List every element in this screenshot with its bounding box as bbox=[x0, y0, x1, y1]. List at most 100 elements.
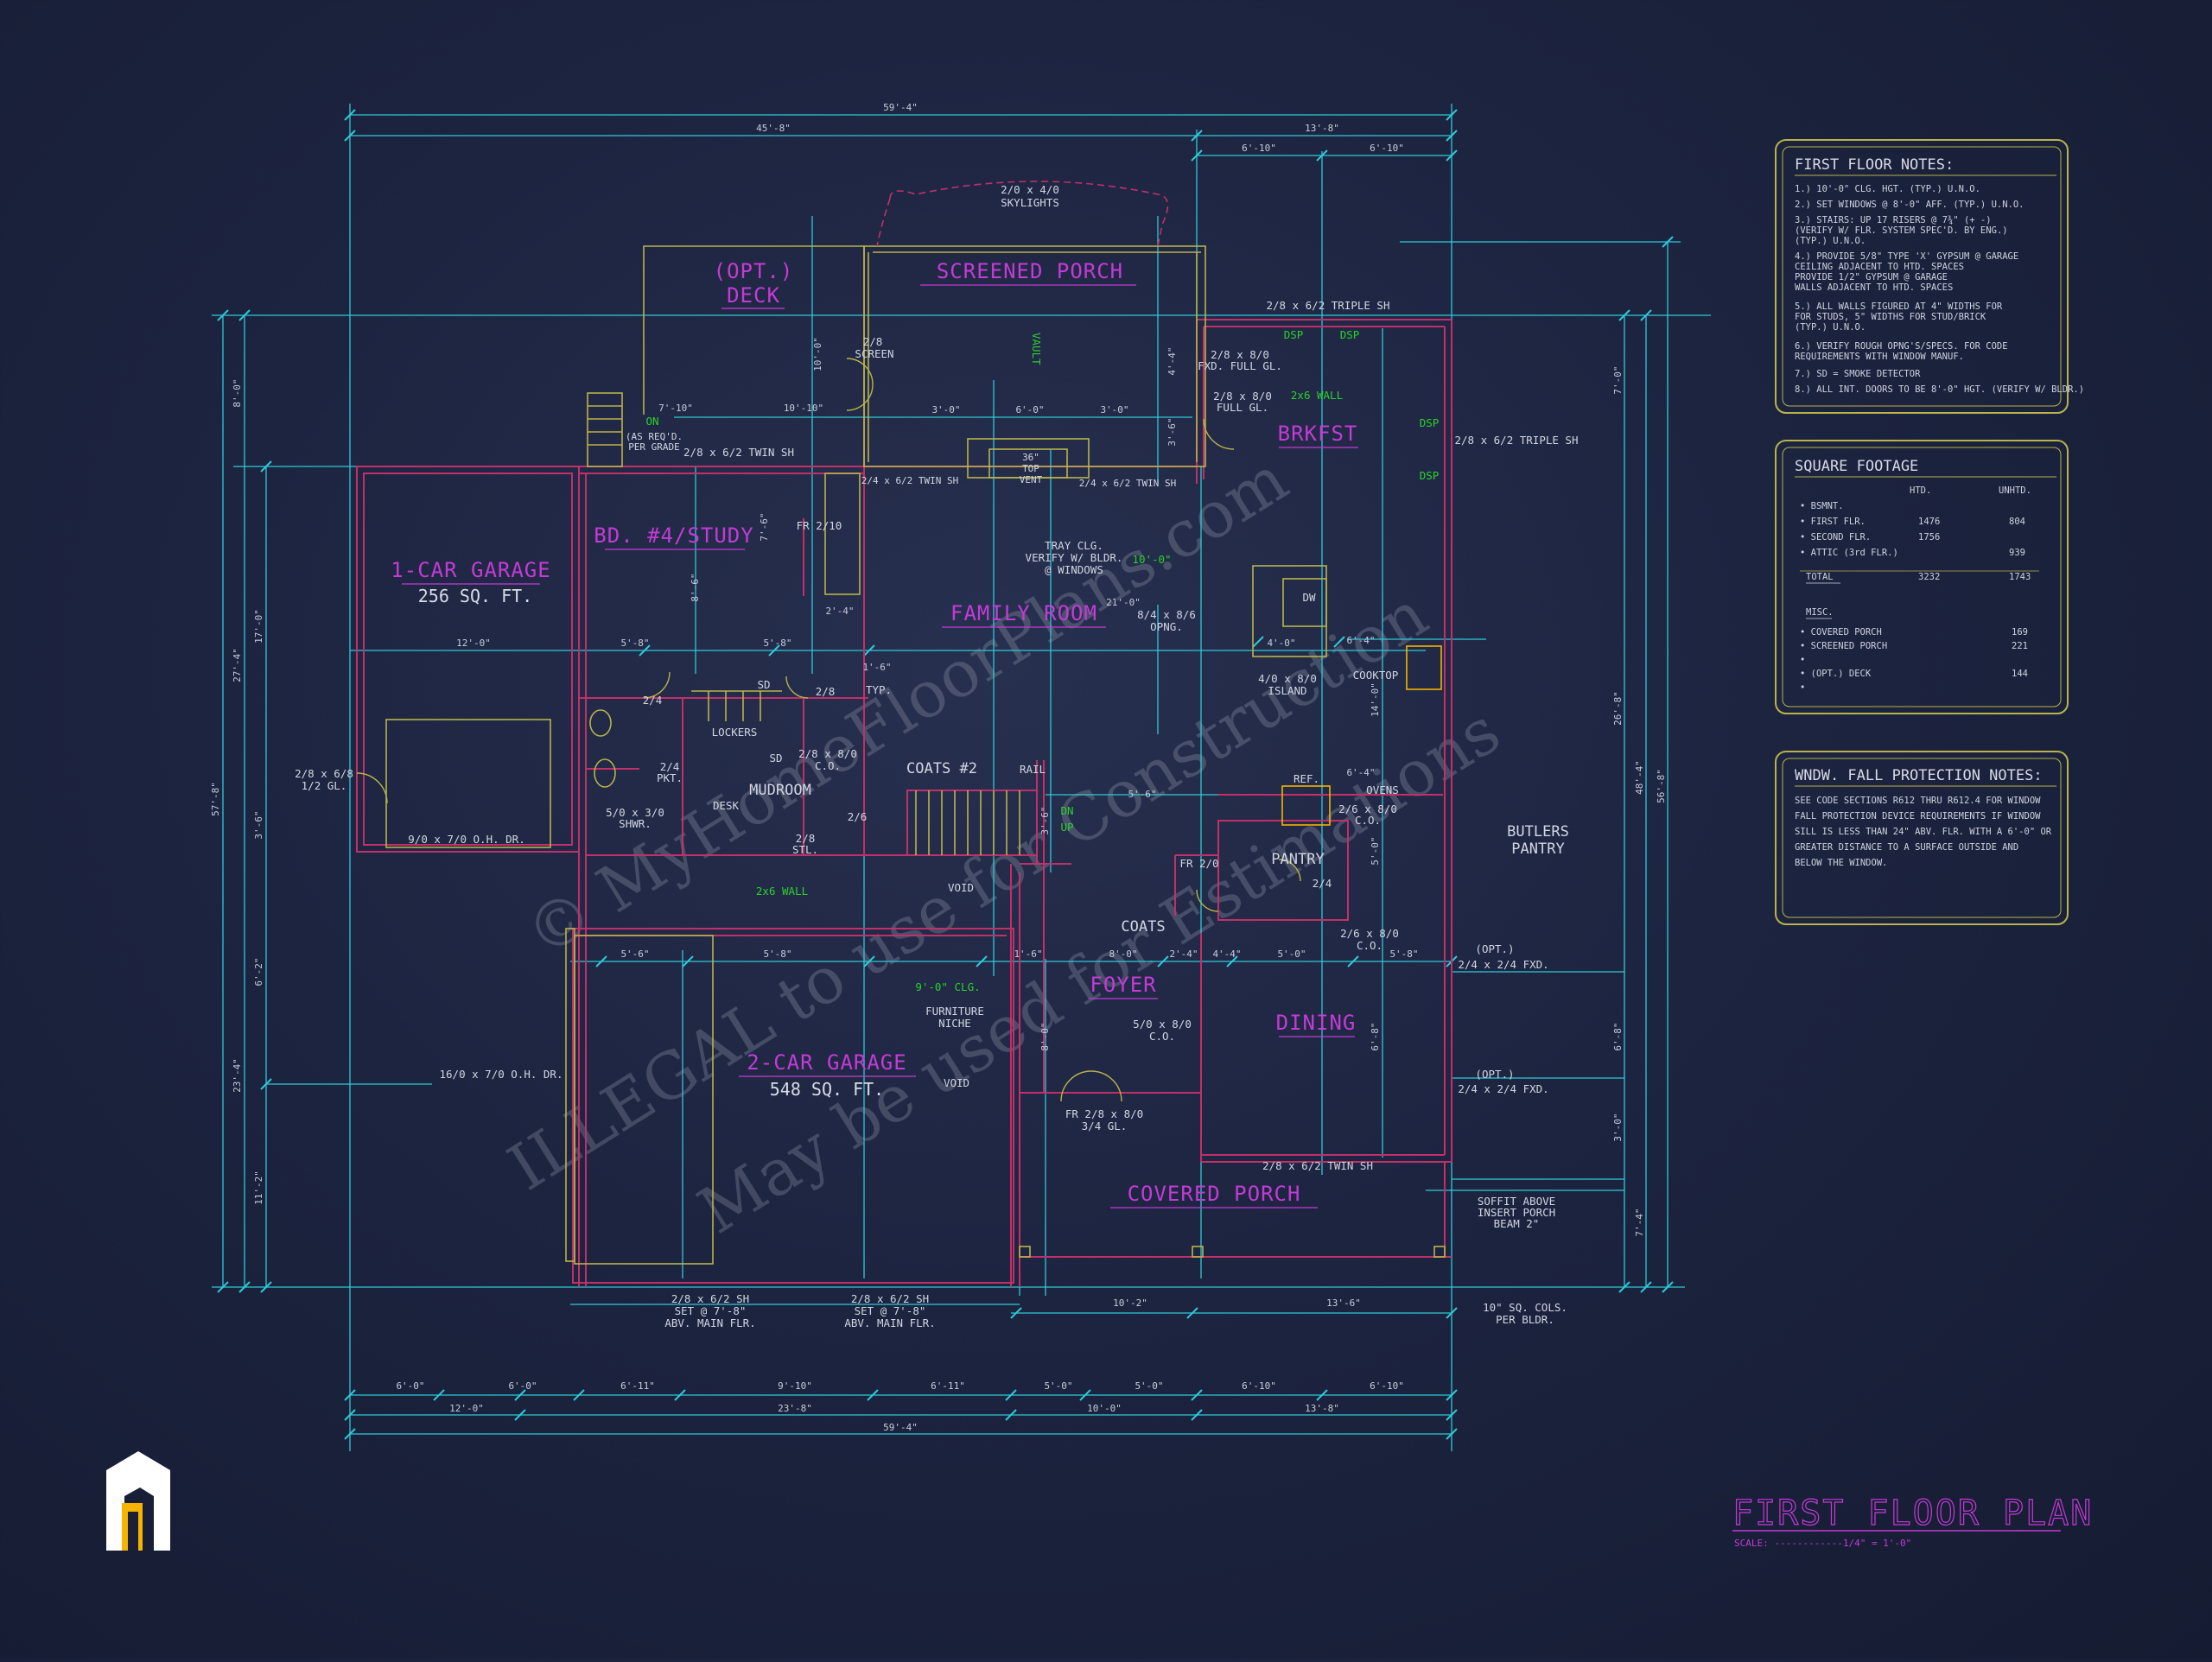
foyer-co-size: 5/0 x 8/0 bbox=[1133, 1018, 1192, 1031]
dining-label: DINING bbox=[1276, 1011, 1357, 1035]
dim-top-r2: 6'-10" bbox=[1370, 143, 1404, 154]
dim-inner-14: 5'-8" bbox=[763, 948, 791, 960]
dim-inner-4: 6'-0" bbox=[1015, 404, 1044, 416]
dim-left-d3: 6'-2" bbox=[253, 957, 264, 986]
dim-right-b3: 6'-8" bbox=[1612, 1022, 1624, 1050]
watermark: © MyHomeFloorPlans.com ILLEGAL to use fo… bbox=[496, 442, 1513, 1249]
sqft-table: HTD. UNHTD. • BSMNT. • FIRST FLR. 1476 8… bbox=[1800, 485, 2031, 693]
sqft-header-htd: HTD. bbox=[1910, 485, 1931, 496]
dim-inner-24: 1'-6" bbox=[862, 662, 891, 673]
dim-left-c: 23'-4" bbox=[232, 1058, 243, 1093]
ovens-co-size: 2/6 x 8/0 bbox=[1338, 802, 1397, 815]
dim-inner-32: 2'-4" bbox=[1169, 948, 1198, 960]
fr-20-label: FR 2/0 bbox=[1179, 857, 1218, 870]
plan-scale: SCALE: ------------1/4" = 1'-0" bbox=[1734, 1538, 1911, 1549]
one-car-door-label: 9/0 x 7/0 O.H. DR. bbox=[408, 833, 524, 846]
sqft-row-3-htd: 1756 bbox=[1918, 532, 1940, 542]
dim-inner-23: 2'-4" bbox=[825, 606, 854, 617]
wall-2x6-top: 2x6 WALL bbox=[1291, 389, 1343, 402]
sqft-misc-2-value: 221 bbox=[2012, 641, 2028, 651]
dim-top-overall: 59'-4" bbox=[883, 102, 918, 113]
dim-b1-5: 6'-11" bbox=[931, 1380, 965, 1392]
coats-label: COATS bbox=[1121, 918, 1165, 936]
tray-2: VERIFY W/ BLDR. bbox=[1026, 551, 1123, 564]
opt-fxd2-a: (OPT.) bbox=[1475, 1068, 1514, 1081]
ovens-co-label: C.O. bbox=[1355, 814, 1381, 827]
stl-size: 2/8 bbox=[796, 832, 816, 845]
dimension-text: 59'-4" 45'-8" 13'-8" 6'-10" 6'-10" 59'-4… bbox=[210, 102, 1667, 1433]
door-28: 2/8 bbox=[816, 685, 836, 698]
dim-right-b2: 26'-8" bbox=[1612, 691, 1624, 726]
screened-porch-label: SCREENED PORCH bbox=[937, 259, 1123, 283]
note-line-13: 6.) VERIFY ROUGH OPNG'S/SPECS. FOR CODE bbox=[1795, 341, 2008, 352]
niche-1: FURNITURE bbox=[925, 1005, 984, 1018]
dim-inner-3: 3'-0" bbox=[931, 404, 960, 416]
triple-sh-top: 2/8 x 6/2 TRIPLE SH bbox=[1267, 299, 1390, 312]
window-panel-lines: SEE CODE SECTIONS R612 THRU R612.4 FOR W… bbox=[1795, 796, 2052, 868]
sqft-row-2-htd: 1476 bbox=[1918, 517, 1940, 527]
window-line-4: GREATER DISTANCE TO A SURFACE OUTSIDE AN… bbox=[1795, 842, 2018, 853]
twin-sh-left: 2/4 x 6/2 TWIN SH bbox=[861, 475, 959, 486]
on-label: ON bbox=[645, 415, 658, 428]
screen-door-size: 2/8 bbox=[863, 335, 883, 348]
dim-inner-35: 8'-0" bbox=[1039, 1022, 1051, 1050]
stair-up: UP bbox=[1060, 821, 1073, 834]
window-fall-panel: WNDW. FALL PROTECTION NOTES: SEE CODE SE… bbox=[1775, 751, 2069, 925]
structure-lines bbox=[385, 181, 1446, 1265]
typ-label: TYP. bbox=[866, 683, 892, 696]
cols-1: 10" SQ. COLS. bbox=[1483, 1301, 1567, 1314]
ref-label: REF. bbox=[1294, 772, 1319, 785]
dim-right-b4: 3'-0" bbox=[1612, 1113, 1624, 1141]
two-car-garage-area: 548 SQ. FT. bbox=[770, 1079, 884, 1100]
butlers-label: BUTLERS bbox=[1507, 823, 1569, 841]
walls bbox=[356, 319, 1452, 1287]
dim-left-overall: 57'-8" bbox=[210, 782, 221, 816]
note-line-7: CEILING ADJACENT TO HTD. SPACES bbox=[1795, 262, 1964, 272]
dim-b1-3: 6'-11" bbox=[620, 1380, 655, 1392]
dim-inner-13: 5'-6" bbox=[620, 948, 649, 960]
window-line-1: SEE CODE SECTIONS R612 THRU R612.4 FOR W… bbox=[1795, 796, 2041, 806]
soffit-3: BEAM 2" bbox=[1494, 1217, 1540, 1230]
butlers-pantry-label: PANTRY bbox=[1511, 841, 1564, 858]
stair-dn: DN bbox=[1060, 804, 1073, 817]
dim-inner-30: 5'-0" bbox=[1370, 836, 1381, 865]
dim-inner-29: 3'-6" bbox=[1166, 417, 1178, 446]
dimension-lines bbox=[212, 104, 1711, 1451]
notes-lines: 1.) 10'-0" CLG. HGT. (TYP.) U.N.O. 2.) S… bbox=[1795, 184, 2084, 395]
door-26: 2/6 bbox=[848, 810, 868, 823]
sqft-panel: SQUARE FOOTAGE HTD. UNHTD. • BSMNT. • FI… bbox=[1775, 440, 2069, 714]
sqft-misc-2-label: • SCREENED PORCH bbox=[1800, 641, 1887, 651]
sqft-misc-4-value: 144 bbox=[2012, 669, 2028, 679]
soffit-1: SOFFIT ABOVE bbox=[1478, 1195, 1555, 1208]
dim-inner-22: 10'-0" bbox=[812, 337, 823, 371]
twin-sh-right: 2/4 x 6/2 TWIN SH bbox=[1079, 478, 1177, 489]
niche-2: NICHE bbox=[938, 1017, 971, 1030]
entry-door-size: FR 2/8 x 8/0 bbox=[1065, 1107, 1143, 1120]
dim-right-b5: 7'-4" bbox=[1634, 1208, 1645, 1236]
dim-inner-2: 10'-10" bbox=[784, 403, 823, 414]
coats-co-size: 2/6 x 8/0 bbox=[1340, 927, 1399, 940]
wall-2x6-mid: 2x6 WALL bbox=[756, 885, 808, 898]
foyer-label: FOYER bbox=[1090, 973, 1156, 997]
sqft-row-2-unhtd: 804 bbox=[2009, 517, 2025, 527]
vent-label: VENT bbox=[1020, 474, 1043, 485]
tray-3: @ WINDOWS bbox=[1045, 563, 1103, 576]
as-reqd-1: (AS REQ'D. bbox=[626, 431, 683, 442]
rail-label: RAIL bbox=[1020, 763, 1046, 776]
fxd-full-gl-label: FXD. FULL GL. bbox=[1198, 359, 1282, 372]
void-2: VOID bbox=[944, 1076, 969, 1089]
island-size: 4/0 x 8/0 bbox=[1258, 672, 1317, 685]
shwr-size: 5/0 x 3/0 bbox=[606, 806, 664, 819]
dim-inner-10: 6'-4" bbox=[1346, 635, 1375, 646]
side-door-label: 1/2 GL. bbox=[302, 779, 347, 792]
clg-9-label: 9'-0" CLG. bbox=[915, 980, 980, 993]
note-line-5: (TYP.) U.N.O. bbox=[1795, 236, 1866, 246]
dw-label: DW bbox=[1302, 591, 1316, 604]
coats-co-label: C.O. bbox=[1357, 939, 1382, 952]
sqft-panel-border bbox=[1775, 440, 2069, 714]
sd-label-2: SD bbox=[769, 752, 782, 764]
tray-1: TRAY CLG. bbox=[1045, 539, 1103, 552]
room-label-underlines bbox=[402, 284, 1358, 1208]
dim-left-b: 27'-4" bbox=[232, 648, 243, 682]
